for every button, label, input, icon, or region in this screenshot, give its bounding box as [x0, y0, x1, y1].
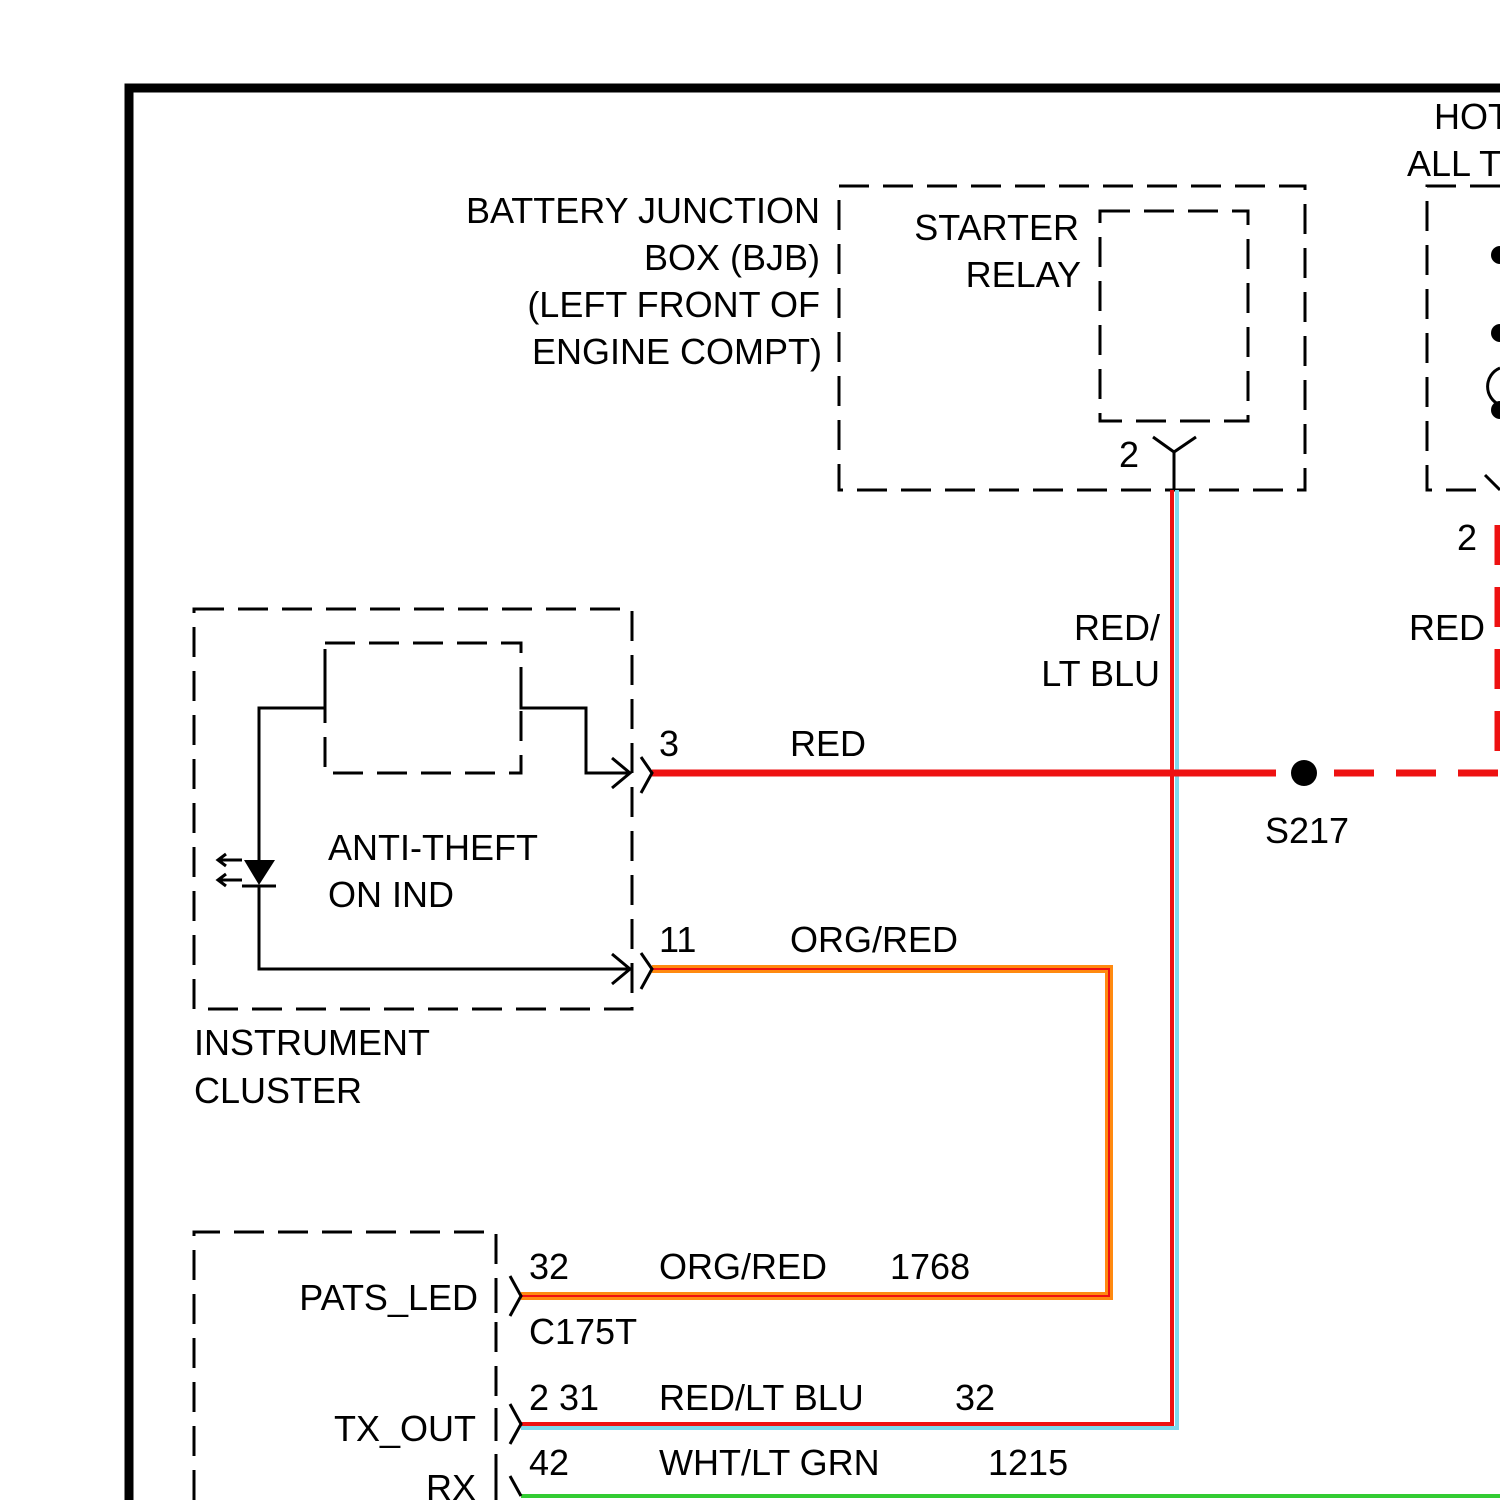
- pats-module: PATS_LED 32 ORG/RED 1768 C175T TX_OUT 2 …: [194, 1232, 1068, 1500]
- indicator-label-2: ON IND: [328, 874, 454, 915]
- relay-pin-number: 2: [1119, 434, 1139, 475]
- wires: [521, 490, 1500, 1496]
- pats-led-pin: 32: [529, 1246, 569, 1287]
- pats-rx-wire-color: WHT/LT GRN: [659, 1442, 880, 1483]
- led-indicator-icon: [218, 854, 276, 886]
- splice-label: S217: [1265, 810, 1349, 851]
- hot-pin-number: 2: [1457, 517, 1477, 558]
- hot-wire-color: RED: [1409, 607, 1485, 648]
- pats-tx-wire-color: RED/LT BLU: [659, 1377, 864, 1418]
- pats-led-connector-icon: [496, 1276, 521, 1316]
- starter-relay-label-2: RELAY: [966, 254, 1081, 295]
- pats-tx-pin: 2 31: [529, 1377, 599, 1418]
- cluster-pin3-number: 3: [659, 723, 679, 764]
- cluster-pin3-wire-color: RED: [790, 723, 866, 764]
- hot-at-all-times-module: HOT ALL T 2 RED: [1407, 96, 1500, 648]
- hot-label-line-2: ALL T: [1407, 143, 1500, 184]
- starter-relay-label-1: STARTER: [914, 207, 1079, 248]
- pats-outline: [194, 1232, 496, 1500]
- battery-junction-box: BATTERY JUNCTION BOX (BJB) (LEFT FRONT O…: [466, 186, 1305, 490]
- hot-module-outline: [1427, 186, 1500, 490]
- pats-led-wire-color: ORG/RED: [659, 1246, 827, 1287]
- bjb-name-line-3: (LEFT FRONT OF: [527, 284, 820, 325]
- bjb-name-line-4: ENGINE COMPT): [532, 331, 822, 372]
- pats-connector-id: C175T: [529, 1311, 637, 1352]
- hot-pin-connector-icon: [1485, 475, 1500, 490]
- cluster-pin11-wire-color: ORG/RED: [790, 919, 958, 960]
- bjb-name-line-2: BOX (BJB): [644, 237, 820, 278]
- riser-wire-color-2: LT BLU: [1041, 653, 1160, 694]
- hot-terminal-dot-1: [1491, 246, 1500, 264]
- cluster-inner-module: [325, 643, 521, 773]
- indicator-label-1: ANTI-THEFT: [328, 827, 538, 868]
- cluster-internal-wire-top: [259, 676, 325, 860]
- pats-tx-circuit: 32: [955, 1377, 995, 1418]
- instrument-cluster: 3 RED 11 ORG/RED ANTI-THEFT ON IND INSTR…: [194, 609, 958, 1111]
- starter-relay-outline: [1100, 211, 1248, 421]
- splice-dot: [1291, 760, 1317, 786]
- cluster-name-1: INSTRUMENT: [194, 1022, 430, 1063]
- hot-label-line-1: HOT: [1434, 96, 1500, 137]
- pats-tx-label: TX_OUT: [334, 1408, 476, 1449]
- pats-rx-circuit: 1215: [988, 1442, 1068, 1483]
- riser-wire-color-1: RED/: [1074, 607, 1160, 648]
- hot-fuse-arc: [1488, 368, 1500, 405]
- pats-led-circuit: 1768: [890, 1246, 970, 1287]
- pats-rx-connector-icon: [496, 1476, 521, 1500]
- relay-pin-connector-icon: [1153, 437, 1196, 490]
- hot-terminal-dot-2: [1491, 324, 1500, 342]
- cluster-name-2: CLUSTER: [194, 1070, 362, 1111]
- pats-led-label: PATS_LED: [299, 1277, 478, 1318]
- pats-rx-pin: 42: [529, 1442, 569, 1483]
- pats-rx-label: RX: [426, 1467, 476, 1500]
- bjb-name-line-1: BATTERY JUNCTION: [466, 190, 820, 231]
- cluster-pin11-number: 11: [659, 919, 696, 960]
- pats-tx-connector-icon: [496, 1404, 521, 1444]
